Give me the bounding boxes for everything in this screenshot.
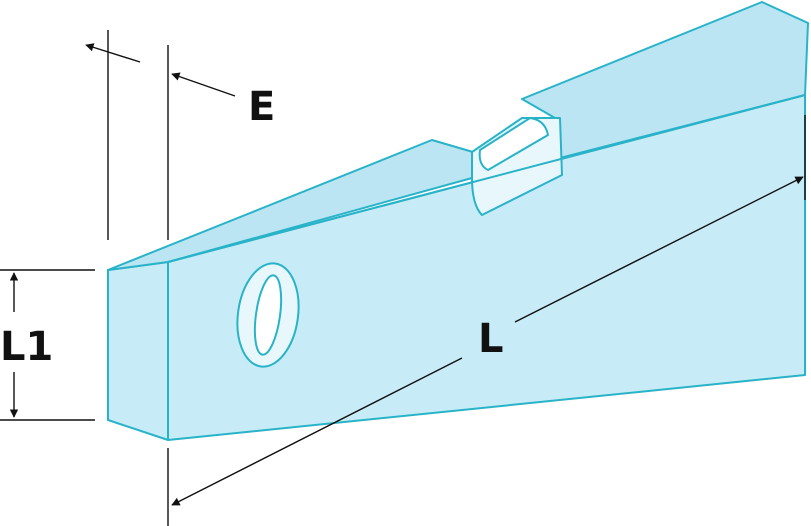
l-arrow-left xyxy=(171,357,463,506)
e-arrow-left xyxy=(85,43,141,63)
thickness-label: E xyxy=(248,84,275,130)
height-label: L1 xyxy=(0,324,53,370)
spirit-level xyxy=(107,1,809,441)
dimension-lines xyxy=(0,30,806,526)
top-vial-tube xyxy=(478,117,549,171)
l-arrow-right xyxy=(514,176,804,323)
e-arrow-right xyxy=(171,72,236,97)
length-label: L xyxy=(478,316,504,362)
level-front-edge xyxy=(167,94,806,263)
front-vial-tube xyxy=(253,274,283,356)
